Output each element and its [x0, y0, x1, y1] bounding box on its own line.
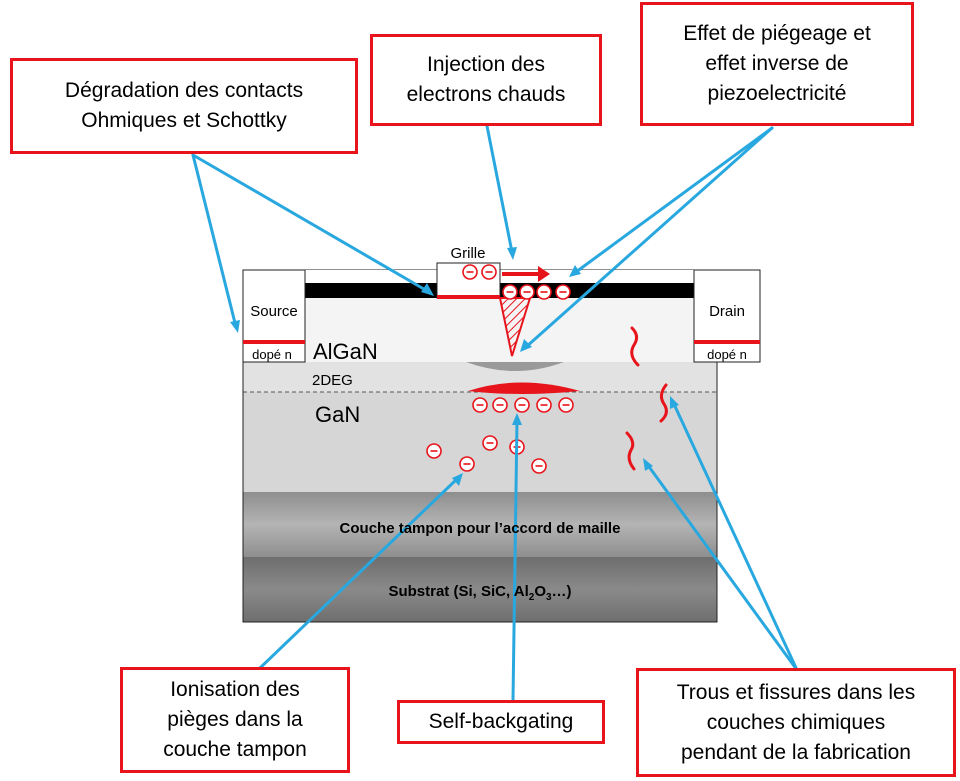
pointer-contacts-gate [191, 153, 431, 294]
trap-region [498, 297, 532, 357]
arrowhead-icon [569, 265, 581, 277]
pointer-contacts-source [191, 153, 238, 329]
electron-icon [492, 397, 508, 413]
gan-label: GaN [315, 402, 360, 427]
depletion-region [466, 362, 564, 371]
arrowhead-icon [520, 339, 532, 352]
hot-electron-arrow [502, 266, 550, 282]
electron-icon [481, 264, 497, 280]
buffer-layer [243, 492, 717, 557]
callout-cracks: Trous et fissures dans les couches chimi… [636, 668, 956, 777]
electron-icon [462, 264, 478, 280]
electron-icon [426, 443, 442, 459]
callout-self-backgating: Self-backgating [397, 700, 605, 744]
electron-icon [536, 284, 552, 300]
arrowhead-icon [643, 458, 653, 471]
callout-hot-electrons: Injection des electrons chauds [370, 34, 602, 126]
electron-icon [459, 456, 475, 472]
arrowhead-icon [507, 247, 517, 260]
pointer-hot-electrons [485, 124, 514, 254]
electron-icon [502, 284, 518, 300]
pointer-trapping-surface [574, 126, 774, 274]
source-label: Source [250, 303, 298, 320]
arrowhead-icon [230, 320, 240, 333]
callout-trapping-piezo: Effet de piégeage et effet inverse de pi… [640, 2, 914, 126]
crack-3 [625, 431, 636, 471]
doped-label-source: dopé n [252, 347, 292, 362]
backgate-charge [468, 382, 580, 394]
drain-contact[interactable] [693, 269, 761, 363]
electron-icon [536, 397, 552, 413]
gate-label: Grille [450, 245, 485, 262]
drain-label: Drain [709, 303, 745, 320]
electron-icon [514, 397, 530, 413]
electron-icon [555, 284, 571, 300]
crack-1 [630, 326, 640, 367]
callout-contacts-degradation: Dégradation des contacts Ohmiques et Sch… [10, 58, 358, 154]
electron-icon [558, 397, 574, 413]
crack-2 [659, 383, 668, 423]
pointer-trapping-gate [524, 126, 774, 349]
arrowhead-icon [452, 473, 463, 486]
pointer-backgating [511, 418, 519, 702]
electron-icon [531, 458, 547, 474]
electron-icon [482, 435, 498, 451]
arrowhead-icon [670, 396, 679, 409]
callout-buffer-traps: Ionisation des pièges dans la couche tam… [120, 667, 350, 773]
substrate-label: Substrat (Si, SiC, Al2O3…) [388, 583, 571, 603]
substrate-layer [243, 557, 717, 622]
electron-icon [472, 397, 488, 413]
pointer-cracks-upper [671, 400, 799, 672]
pointer-cracks-lower [645, 462, 799, 672]
source-contact[interactable] [242, 269, 306, 363]
twodeg-band [243, 362, 717, 392]
arrowhead-icon [421, 283, 434, 296]
buffer-label: Couche tampon pour l’accord de maille [340, 520, 621, 537]
algan-layer [243, 298, 717, 362]
electron-icon [519, 284, 535, 300]
arrowhead-icon [512, 413, 522, 425]
pointer-buffer-traps [258, 476, 460, 670]
doped-label-drain: dopé n [707, 347, 747, 362]
algan-label: AlGaN [313, 339, 378, 364]
twodeg-label: 2DEG [312, 372, 353, 389]
